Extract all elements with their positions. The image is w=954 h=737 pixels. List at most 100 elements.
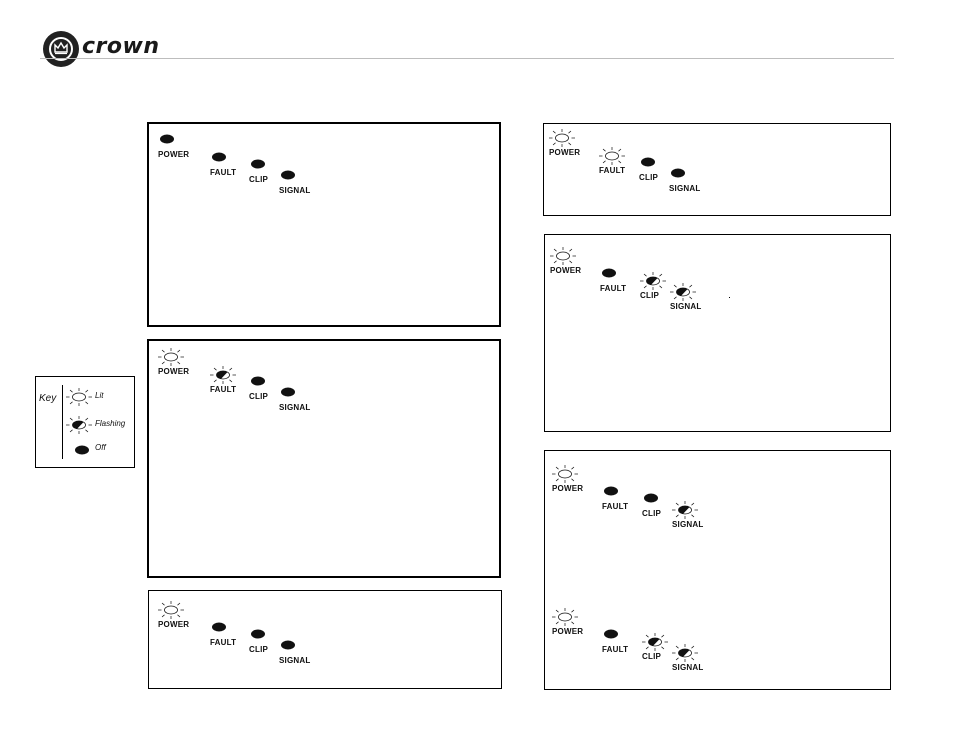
- left-1-power-lamp: [158, 130, 184, 150]
- left-3-clip-lamp: [249, 625, 275, 645]
- right-1-signal-lamp: [669, 164, 695, 184]
- right-2-fault-lamp: [600, 264, 626, 284]
- left-1-signal-lamp: [279, 166, 305, 186]
- led-lit-icon: [550, 246, 576, 266]
- signal-label: SIGNAL: [279, 186, 310, 195]
- power-label: POWER: [549, 148, 580, 157]
- led-off-icon: [249, 155, 275, 175]
- fault-label: FAULT: [600, 284, 626, 293]
- key-item-off: Off: [66, 439, 136, 459]
- led-off-icon: [210, 618, 236, 638]
- right-1-fault-lamp: [599, 146, 625, 166]
- left-2-signal-lamp: [279, 383, 305, 403]
- key-item-label: Flashing: [95, 419, 125, 428]
- fault-label: FAULT: [602, 502, 628, 511]
- right-3a-clip-lamp: [642, 489, 668, 509]
- led-off-icon: [158, 130, 184, 150]
- led-off-icon: [279, 383, 305, 403]
- led-off-icon: [602, 482, 628, 502]
- left-1-fault-lamp: [210, 148, 236, 168]
- crown-logo-icon: [43, 31, 79, 67]
- fault-label: FAULT: [210, 385, 236, 394]
- clip-label: CLIP: [642, 652, 661, 661]
- right-1-power-lamp: [549, 128, 575, 148]
- led-lit-icon: [549, 128, 575, 148]
- key-lit-lamp: [66, 387, 92, 405]
- signal-label: SIGNAL: [672, 520, 703, 529]
- led-off-icon: [210, 148, 236, 168]
- right-3a-signal-lamp: [672, 500, 698, 520]
- led-off-icon: [600, 264, 626, 284]
- led-off-icon: [249, 372, 275, 392]
- led-flashing-icon: [670, 282, 696, 302]
- key-legend: Key LitFlashingOff: [35, 376, 135, 468]
- signal-label: SIGNAL: [279, 403, 310, 412]
- key-divider: [62, 385, 63, 459]
- led-off-icon: [669, 164, 695, 184]
- power-label: POWER: [158, 150, 189, 159]
- key-item-lit: Lit: [66, 387, 136, 407]
- clip-label: CLIP: [639, 173, 658, 182]
- left-3-signal-indicator: SIGNAL: [279, 636, 359, 676]
- led-flashing-icon: [210, 365, 236, 385]
- right-3b-power-lamp: [552, 607, 578, 627]
- brand-wordmark: crown: [82, 34, 160, 59]
- key-title: Key: [39, 393, 56, 404]
- led-lit-icon: [552, 464, 578, 484]
- fault-label: FAULT: [210, 168, 236, 177]
- right-1-clip-lamp: [639, 153, 665, 173]
- led-flashing-icon: [672, 500, 698, 520]
- signal-label: SIGNAL: [670, 302, 701, 311]
- right-2-signal-lamp: [670, 282, 696, 302]
- power-label: POWER: [552, 627, 583, 636]
- left-3-fault-lamp: [210, 618, 236, 638]
- led-lit-icon: [158, 600, 184, 620]
- led-lit-icon: [66, 387, 92, 407]
- key-flashing-lamp: [66, 415, 92, 433]
- led-off-icon: [279, 636, 305, 656]
- led-flashing-icon: [672, 643, 698, 663]
- fault-label: FAULT: [599, 166, 625, 175]
- led-flashing-icon: [66, 415, 92, 435]
- clip-label: CLIP: [642, 509, 661, 518]
- right-2-signal-indicator: SIGNAL: [670, 282, 750, 322]
- right-3a-signal-indicator: SIGNAL: [672, 500, 752, 540]
- right-3b-fault-lamp: [602, 625, 628, 645]
- clip-label: CLIP: [249, 645, 268, 654]
- led-off-icon: [642, 489, 668, 509]
- led-lit-icon: [599, 146, 625, 166]
- left-2-power-lamp: [158, 347, 184, 367]
- power-label: POWER: [158, 367, 189, 376]
- clip-label: CLIP: [249, 392, 268, 401]
- right-3b-signal-indicator: SIGNAL: [672, 643, 752, 683]
- led-lit-icon: [158, 347, 184, 367]
- key-item-flashing: Flashing: [66, 415, 136, 435]
- right-3b-signal-lamp: [672, 643, 698, 663]
- right-2-clip-lamp: [640, 271, 666, 291]
- right-3b-clip-lamp: [642, 632, 668, 652]
- key-item-label: Off: [95, 443, 106, 452]
- led-off-icon: [639, 153, 665, 173]
- led-off-icon: [249, 625, 275, 645]
- right-3a-fault-lamp: [602, 482, 628, 502]
- right-1-signal-indicator: SIGNAL: [669, 164, 749, 204]
- left-1-signal-indicator: SIGNAL: [279, 166, 359, 206]
- led-flashing-icon: [642, 632, 668, 652]
- left-3-power-lamp: [158, 600, 184, 620]
- header-divider: [40, 58, 894, 59]
- clip-label: CLIP: [249, 175, 268, 184]
- power-label: POWER: [552, 484, 583, 493]
- left-2-signal-indicator: SIGNAL: [279, 383, 359, 423]
- left-2-clip-lamp: [249, 372, 275, 392]
- led-flashing-icon: [640, 271, 666, 291]
- led-off-icon: [279, 166, 305, 186]
- led-lit-icon: [552, 607, 578, 627]
- power-label: POWER: [550, 266, 581, 275]
- signal-label: SIGNAL: [669, 184, 700, 193]
- right-3a-power-lamp: [552, 464, 578, 484]
- key-off-lamp: [66, 439, 92, 457]
- fault-label: FAULT: [210, 638, 236, 647]
- power-label: POWER: [158, 620, 189, 629]
- signal-label: SIGNAL: [672, 663, 703, 672]
- right-2-power-lamp: [550, 246, 576, 266]
